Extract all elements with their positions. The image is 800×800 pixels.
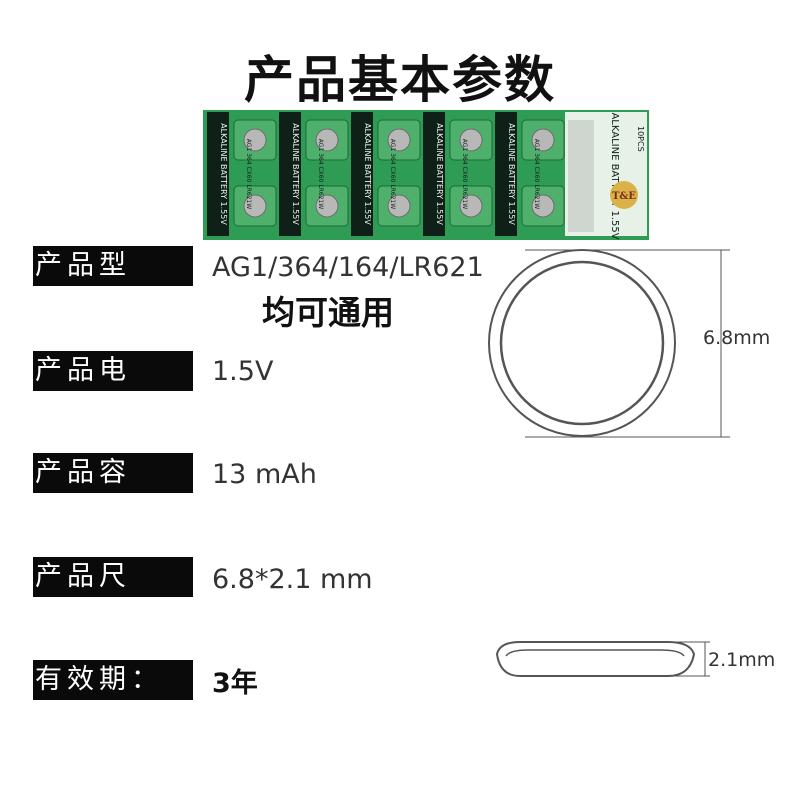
spec-label-voltage: 产品电压： xyxy=(33,351,193,426)
pack-strip-text: ALKALINE BATTERY 1.55V xyxy=(219,123,228,225)
battery-cell-icon xyxy=(243,128,267,152)
spec-value-capacity: 13 mAh xyxy=(212,459,317,490)
spec-label-capacity: 产品容量： xyxy=(33,453,193,528)
page-title: 产品基本参数 xyxy=(244,51,556,109)
battery-cell-icon xyxy=(315,128,339,152)
pack-strip xyxy=(423,112,445,236)
battery-cell-icon xyxy=(531,128,555,152)
battery-cell-icon xyxy=(387,194,411,218)
battery-top-view-outer xyxy=(488,249,676,437)
diameter-label: 6.8mm xyxy=(703,327,771,349)
pack-cell-codes: AG1 364 CX60 LR621W xyxy=(533,139,540,210)
spec-label-shelf-life: 有效期： xyxy=(33,660,193,700)
spec-label-model: 产品型号： xyxy=(33,246,193,321)
battery-cell-icon xyxy=(459,194,483,218)
battery-cell-icon xyxy=(243,194,267,218)
brand-logo-text: T&E xyxy=(612,191,636,202)
pack-strip-text: ALKALINE BATTERY 1.55V xyxy=(291,123,300,225)
pack-cell-codes: AG1 364 CX60 LR621W xyxy=(245,139,252,210)
spec-label-size: 产品尺寸： xyxy=(33,557,193,632)
model-compat-note: 均可通用 xyxy=(262,293,394,332)
pack-side-text: ALKALINE BATTERY 1.55V xyxy=(609,112,620,239)
pack-cell-codes: AG1 364 CX60 LR621W xyxy=(389,139,396,210)
pack-strip xyxy=(495,112,517,236)
spec-value-voltage: 1.5V xyxy=(212,356,274,387)
pack-cell-codes: AG1 364 CX60 LR621W xyxy=(461,139,468,210)
pack-strip-text: ALKALINE BATTERY 1.55V xyxy=(363,123,372,225)
pack-strip xyxy=(351,112,373,236)
battery-cell-icon xyxy=(387,128,411,152)
battery-side-view xyxy=(495,641,696,677)
spec-value-size: 6.8*2.1 mm xyxy=(212,564,373,595)
thickness-label: 2.1mm xyxy=(708,649,776,671)
pack-count-label: 10PCS xyxy=(636,126,645,152)
brand-logo xyxy=(610,181,638,209)
battery-cell-icon xyxy=(459,128,483,152)
pack-strip-text: ALKALINE BATTERY 1.55V xyxy=(435,123,444,225)
pack-strip xyxy=(207,112,229,236)
spec-value-model: AG1/364/164/LR621 xyxy=(212,252,484,283)
battery-cell-icon xyxy=(531,194,555,218)
pack-cell-codes: AG1 364 CX60 LR621W xyxy=(317,139,324,210)
pack-strip-text: ALKALINE BATTERY 1.55V xyxy=(507,123,516,225)
battery-cell-icon xyxy=(315,194,339,218)
pack-strip xyxy=(279,112,301,236)
spec-value-shelf-life: 3年 xyxy=(212,668,258,699)
battery-top-view-inner xyxy=(499,260,665,426)
